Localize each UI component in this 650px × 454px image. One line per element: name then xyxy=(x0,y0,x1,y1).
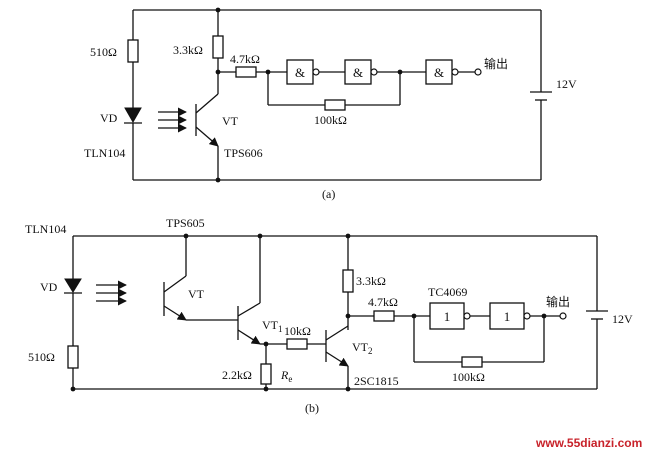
circuit-b: 1 1 TLN104 TPS605 VD 510Ω VT VT1 10kΩ VT… xyxy=(25,216,633,415)
label-transistor-part-a: TPS606 xyxy=(224,146,263,160)
resistor-100k-a xyxy=(324,99,346,111)
gate-symbol: 1 xyxy=(504,309,511,324)
label-output-a: 输出 xyxy=(484,56,508,71)
label-vt-b: VT xyxy=(188,287,205,301)
gate-symbol: & xyxy=(353,65,363,80)
label-t3-part-b: 2SC1815 xyxy=(354,374,399,388)
label-diode-part-b: TLN104 xyxy=(25,222,66,236)
label-r-led-a: 510Ω xyxy=(90,45,117,59)
caption-a: (a) xyxy=(322,187,335,201)
label-re-b: Re xyxy=(280,368,292,384)
phototransistor-vt-a xyxy=(195,93,219,147)
label-ic-part-b: TC4069 xyxy=(428,285,467,299)
resistor-3k3-a xyxy=(212,35,224,59)
inverter-2-b xyxy=(489,302,525,330)
label-r-led-b: 510Ω xyxy=(28,350,55,364)
label-transistor-part-b: TPS605 xyxy=(166,216,205,230)
caption-b: (b) xyxy=(305,401,319,415)
gate-bubble xyxy=(370,68,378,76)
node xyxy=(263,341,269,347)
resistor-4k7-a xyxy=(235,66,257,78)
label-r-series-a: 4.7kΩ xyxy=(230,52,260,66)
node xyxy=(215,7,221,13)
label-output-b: 输出 xyxy=(546,294,570,309)
label-supply-a: 12V xyxy=(556,77,577,91)
output-terminal-a xyxy=(474,68,482,76)
node xyxy=(257,233,263,239)
battery-12v-a xyxy=(530,91,552,101)
label-r-collector-a: 3.3kΩ xyxy=(173,43,203,57)
node xyxy=(183,233,189,239)
label-vt1-b: VT1 xyxy=(262,318,283,334)
label-r-emitter-b: 2.2kΩ xyxy=(222,368,252,382)
resistor-re-b xyxy=(260,363,272,385)
label-supply-b: 12V xyxy=(612,312,633,326)
label-r-feedback-a: 100kΩ xyxy=(314,113,347,127)
transistor-vt1-b xyxy=(237,302,261,345)
resistor-510-a xyxy=(127,39,139,63)
gate-bubble xyxy=(312,68,320,76)
battery-12v-b xyxy=(586,310,608,320)
inverter-1-b xyxy=(429,302,465,330)
label-vd-a: VD xyxy=(100,111,118,125)
node xyxy=(215,177,221,183)
gate-bubble xyxy=(523,312,531,320)
resistor-510-b xyxy=(67,345,79,369)
watermark: www.55dianzi.com xyxy=(535,436,642,450)
nand-gate-3-a xyxy=(425,59,453,85)
resistor-10k-b xyxy=(286,338,308,350)
label-r-series-b: 4.7kΩ xyxy=(368,295,398,309)
nand-gate-2-a xyxy=(344,59,372,85)
node xyxy=(263,386,269,392)
resistor-4k7-b xyxy=(373,310,395,322)
phototransistor-vt-b xyxy=(163,275,187,321)
led-vd-b xyxy=(64,278,82,294)
light-arrows-b xyxy=(96,280,127,306)
gate-symbol: 1 xyxy=(444,309,451,324)
led-vd-a xyxy=(124,107,142,124)
resistor-100k-b xyxy=(461,356,483,368)
gate-symbol: & xyxy=(295,65,305,80)
circuit-a: & & & 510Ω 3.3kΩ 4.7kΩ 100kΩ VD T xyxy=(84,7,577,201)
transistor-vt2-b xyxy=(325,325,349,367)
label-r-feedback-b: 100kΩ xyxy=(452,370,485,384)
label-diode-part-a: TLN104 xyxy=(84,146,125,160)
label-r-collector-b: 3.3kΩ xyxy=(356,274,386,288)
output-terminal-b xyxy=(559,312,567,320)
node xyxy=(70,386,76,392)
label-r-base-b: 10kΩ xyxy=(284,324,311,338)
node xyxy=(345,233,351,239)
node xyxy=(345,386,351,392)
label-vt-a: VT xyxy=(222,114,239,128)
gate-bubble xyxy=(463,312,471,320)
label-vt2-b: VT2 xyxy=(352,340,373,356)
resistor-3k3-b xyxy=(342,269,354,293)
label-vd-b: VD xyxy=(40,280,58,294)
gate-bubble xyxy=(451,68,459,76)
light-arrows-a xyxy=(158,107,187,133)
gate-symbol: & xyxy=(434,65,444,80)
